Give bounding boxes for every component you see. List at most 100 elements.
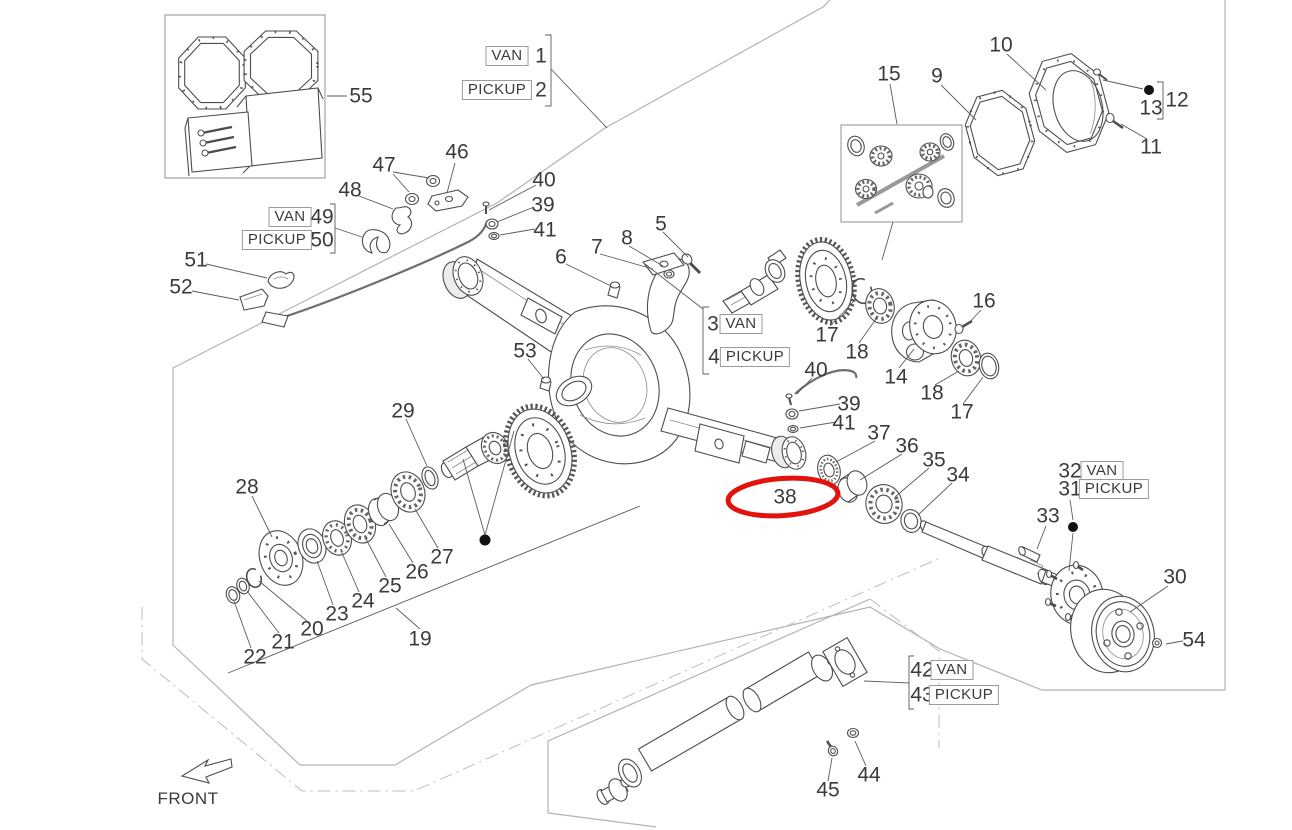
pipe-end-fitting <box>261 311 289 328</box>
part-callout-30-46: 30 <box>1163 565 1187 589</box>
washer-21 <box>236 577 250 595</box>
part-callout-23-40: 23 <box>325 602 349 626</box>
part-8-ring <box>663 269 675 279</box>
set-19-bracket <box>227 505 641 674</box>
part-49-50-clip <box>361 229 391 254</box>
part-callout-21-42: 21 <box>271 630 295 654</box>
gasket-kit-55 <box>178 30 324 177</box>
part-callout-40-26: 40 <box>804 358 828 382</box>
screw-54 <box>1151 637 1163 649</box>
part-callout-41-8: 41 <box>533 218 557 242</box>
variant-badge-van-0: VAN <box>485 46 529 66</box>
part-callout-18-21: 18 <box>845 340 869 364</box>
front-label: FRONT <box>157 789 219 808</box>
input-shaft-3-4 <box>722 249 787 314</box>
part-callout-15-14: 15 <box>877 62 901 86</box>
part-callout-45-51: 45 <box>816 778 840 802</box>
pinion-gear <box>440 431 510 481</box>
bearing-18a <box>865 288 895 324</box>
brake-drum-30 <box>1070 588 1155 674</box>
bevel-gear <box>919 142 941 162</box>
spring-seat <box>520 297 563 335</box>
part-callout-51-4: 51 <box>184 248 208 272</box>
pinion-bore <box>555 375 593 407</box>
variant-badge-van-4: VAN <box>268 207 312 227</box>
bevel-gear <box>854 178 878 200</box>
variant-badge-pickup-1: PICKUP <box>461 80 533 100</box>
right-tube-flange <box>781 436 807 470</box>
frame-lines <box>141 0 1226 828</box>
part-48-clip <box>391 206 413 235</box>
part-callout-19-44: 19 <box>408 627 432 651</box>
part-callout-6-9: 6 <box>555 245 567 269</box>
part-callout-3-54: 3 <box>707 312 719 336</box>
note-dots <box>479 85 1154 546</box>
part-6-cap <box>607 281 621 299</box>
bolt-16 <box>954 319 973 335</box>
part-callout-18-24: 18 <box>920 381 944 405</box>
part-callout-54-47: 54 <box>1182 628 1206 652</box>
part-5-bolt <box>681 253 702 275</box>
washer-44 <box>846 727 860 739</box>
part-callout-14-23: 14 <box>884 365 908 389</box>
part-callout-22-43: 22 <box>243 645 267 669</box>
left-tube-flange <box>452 256 484 296</box>
part-callout-12-18: 12 <box>1165 88 1189 112</box>
part-callout-55-0: 55 <box>349 84 373 108</box>
bearing-35 <box>865 484 903 524</box>
part-callout-39-7: 39 <box>531 193 555 217</box>
part-callout-17-25: 17 <box>950 400 974 424</box>
pinion-set <box>225 403 577 604</box>
wheel-studs <box>1044 560 1084 623</box>
part-callout-24-39: 24 <box>351 589 375 613</box>
part-callout-50-57: 50 <box>310 228 334 252</box>
part-callout-27-36: 27 <box>430 545 454 569</box>
part-callout-49-56: 49 <box>310 205 334 229</box>
part-callout-31-59: 31 <box>1058 477 1082 501</box>
part-callout-5-12: 5 <box>655 212 667 236</box>
axle-housing <box>261 201 858 470</box>
u-joint-front <box>608 758 643 802</box>
part-callout-41-28: 41 <box>832 411 856 435</box>
nut-22 <box>225 586 241 604</box>
ring-17b <box>978 352 1000 380</box>
part-callout-8-11: 8 <box>621 226 633 250</box>
front-plane-outline <box>141 557 941 792</box>
part-callout-53-13: 53 <box>513 339 537 363</box>
note-dot <box>479 534 491 546</box>
part-callout-47-2: 47 <box>372 153 396 177</box>
bevel-gear <box>869 145 893 167</box>
stud-33 <box>1018 546 1044 575</box>
ring-gear <box>503 403 577 499</box>
driveshaft-plane-outline <box>547 598 871 813</box>
variant-badge-van-2: VAN <box>719 314 763 334</box>
part-callout-37-29: 37 <box>867 421 891 445</box>
gasket-kit-box <box>164 14 326 179</box>
part-callout-10-16: 10 <box>989 33 1013 57</box>
differential-gear-kit-box <box>840 124 963 223</box>
breather-parts-39-40-41 <box>482 201 500 241</box>
front-arrow-icon <box>180 758 233 784</box>
bearing-27 <box>390 471 426 513</box>
bearing-18b <box>950 339 982 377</box>
part-callout-29-34: 29 <box>391 399 415 423</box>
part-callout-40-6: 40 <box>532 168 556 192</box>
variant-badge-pickup-7: PICKUP <box>1078 479 1150 499</box>
diff-case-14 <box>891 299 957 363</box>
u-bolt-plate <box>694 423 745 464</box>
bolt-45 <box>825 740 839 757</box>
part-callout-42-48: 42 <box>910 658 934 682</box>
variant-badge-van-6: VAN <box>1080 461 1124 481</box>
part-callout-11-19: 11 <box>1140 135 1162 159</box>
breather-parts-b <box>785 393 799 434</box>
washer-29 <box>421 466 439 490</box>
leader-lines <box>191 34 1184 782</box>
part-callout-34-32: 34 <box>946 463 970 487</box>
variant-badge-pickup-3: PICKUP <box>719 347 791 367</box>
part-callout-16-22: 16 <box>972 289 996 313</box>
brake-pipe <box>280 220 489 320</box>
clips-and-brackets <box>239 174 469 311</box>
